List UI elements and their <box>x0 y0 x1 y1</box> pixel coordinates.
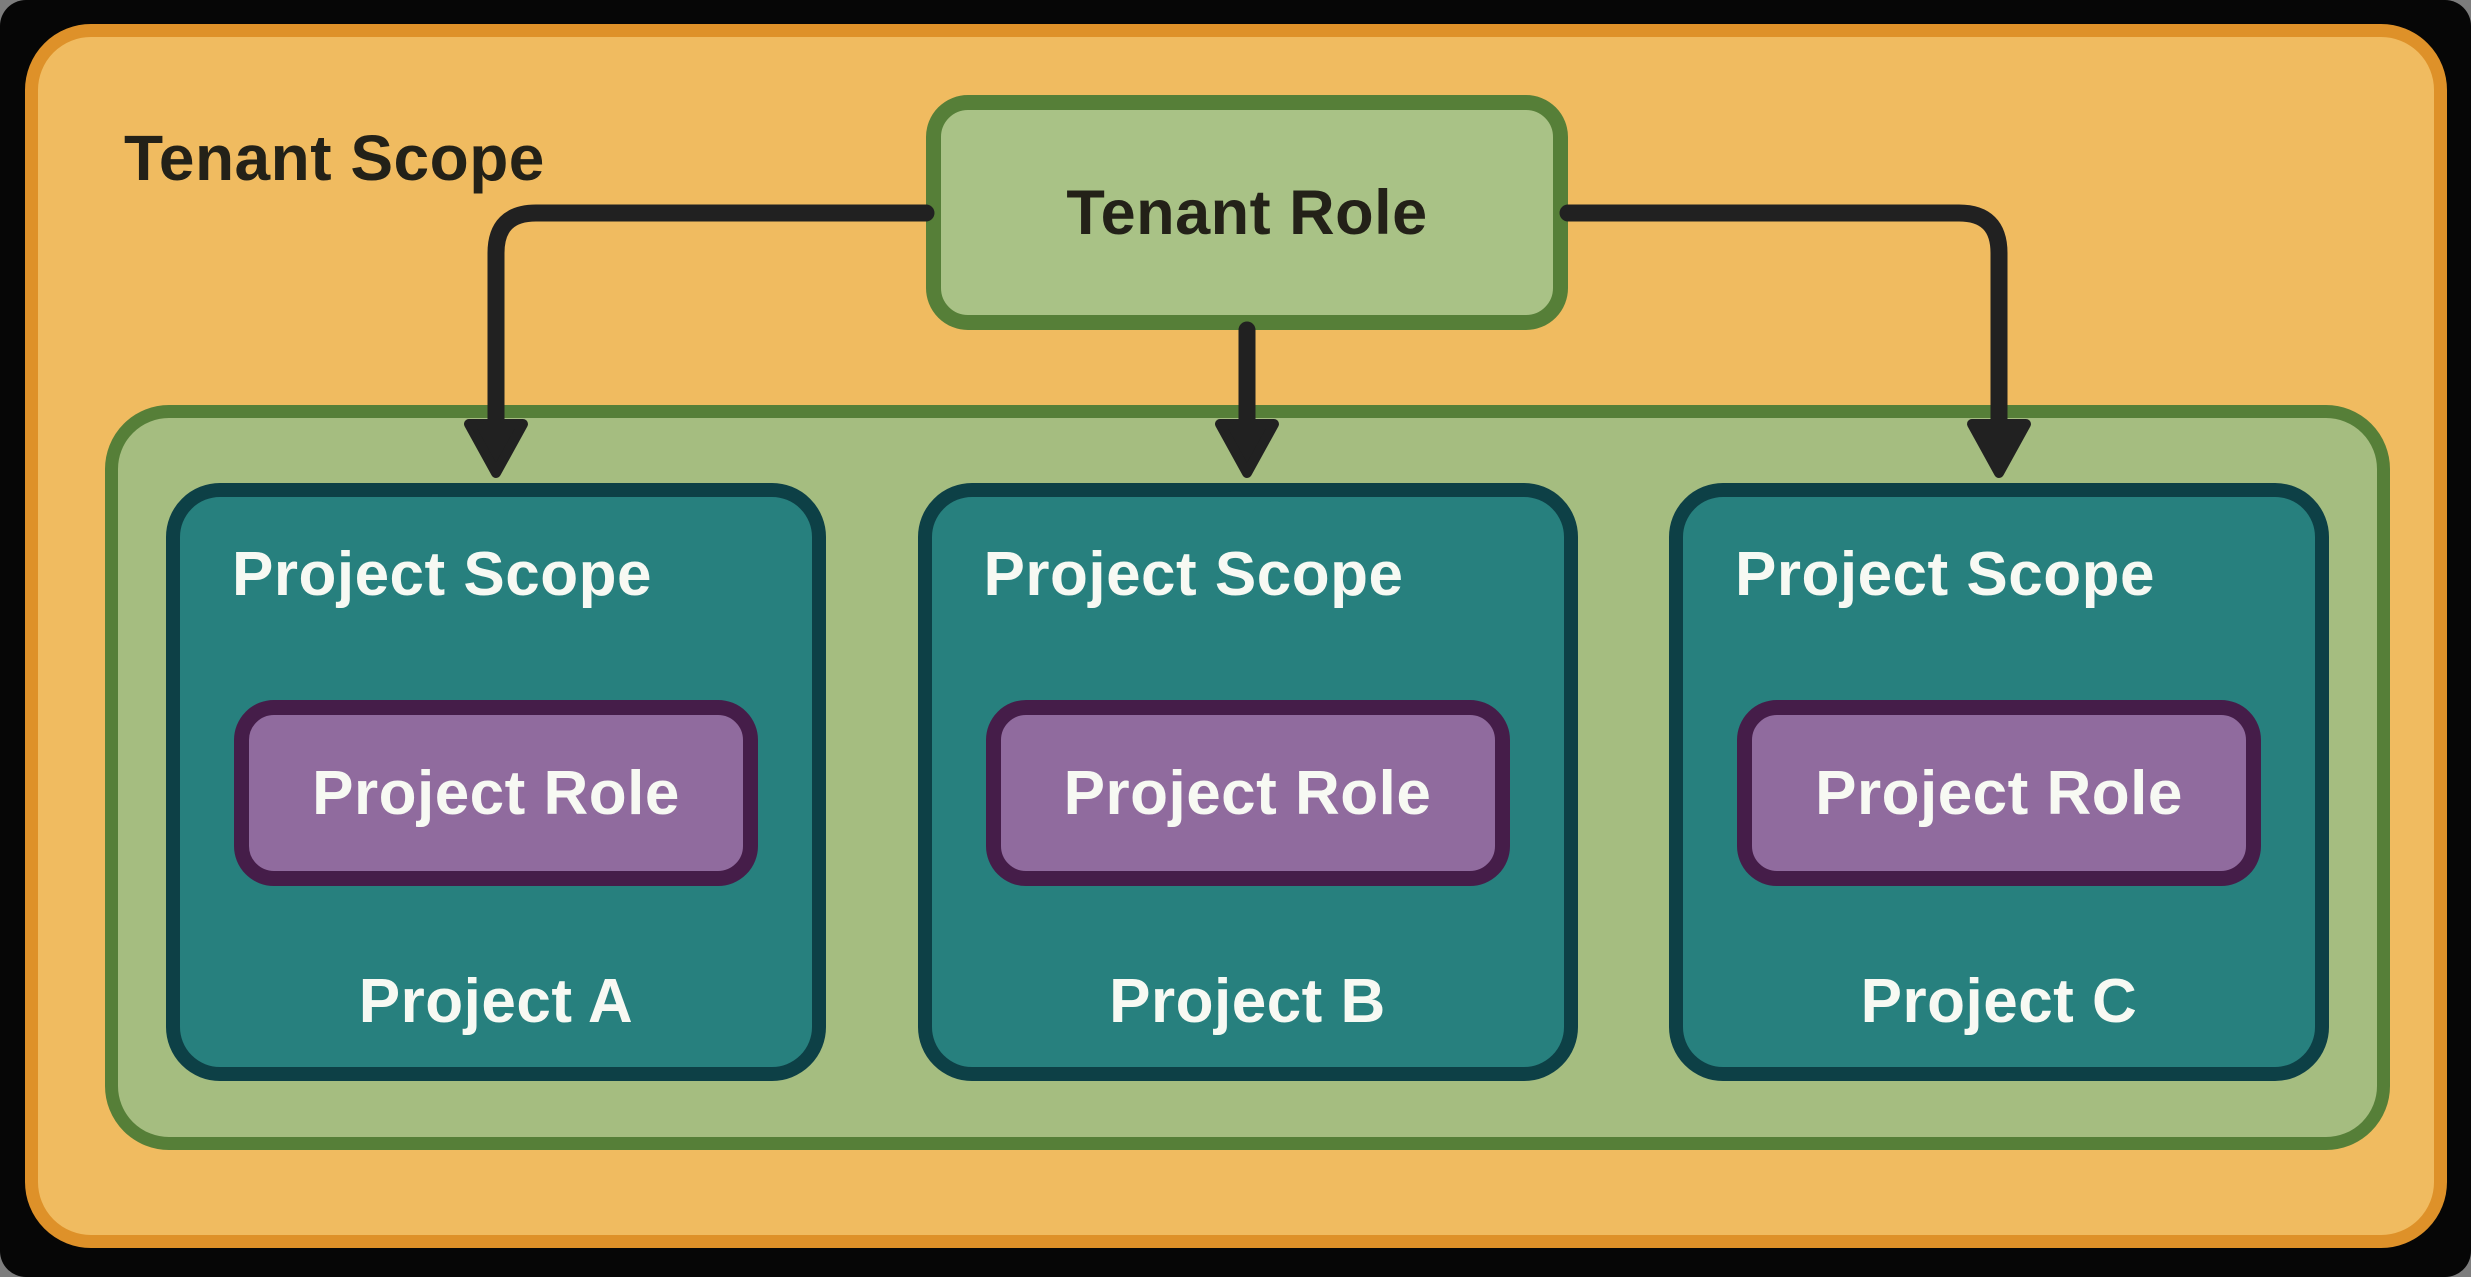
project-role-label: Project Role <box>1815 758 2183 828</box>
project-scope-label: Project Scope <box>1735 540 2155 609</box>
project-scope-label: Project Scope <box>232 540 652 609</box>
tenant-scope-title: Tenant Scope <box>124 122 545 194</box>
project-role-box: Project Role <box>234 700 758 886</box>
project-role-label: Project Role <box>312 758 680 828</box>
project-box-b: Project Scope Project Role Project B <box>917 483 1578 1081</box>
tenant-role-label: Tenant Role <box>1066 177 1428 248</box>
project-name-label: Project A <box>358 967 634 1036</box>
project-name-label: Project B <box>1109 967 1386 1036</box>
project-box-c: Project Scope Project Role Project C <box>1669 483 2329 1081</box>
project-role-box: Project Role <box>985 700 1510 886</box>
project-box-a: Project Scope Project Role Project A <box>166 483 826 1081</box>
project-role-box: Project Role <box>1737 700 2261 886</box>
projects-container: Project Scope Project Role Project A Pro… <box>105 405 2390 1150</box>
project-name-label: Project C <box>1860 967 2138 1036</box>
tenant-role-box: Tenant Role <box>926 95 1568 330</box>
project-role-label: Project Role <box>1063 758 1432 828</box>
project-scope-label: Project Scope <box>983 540 1404 609</box>
